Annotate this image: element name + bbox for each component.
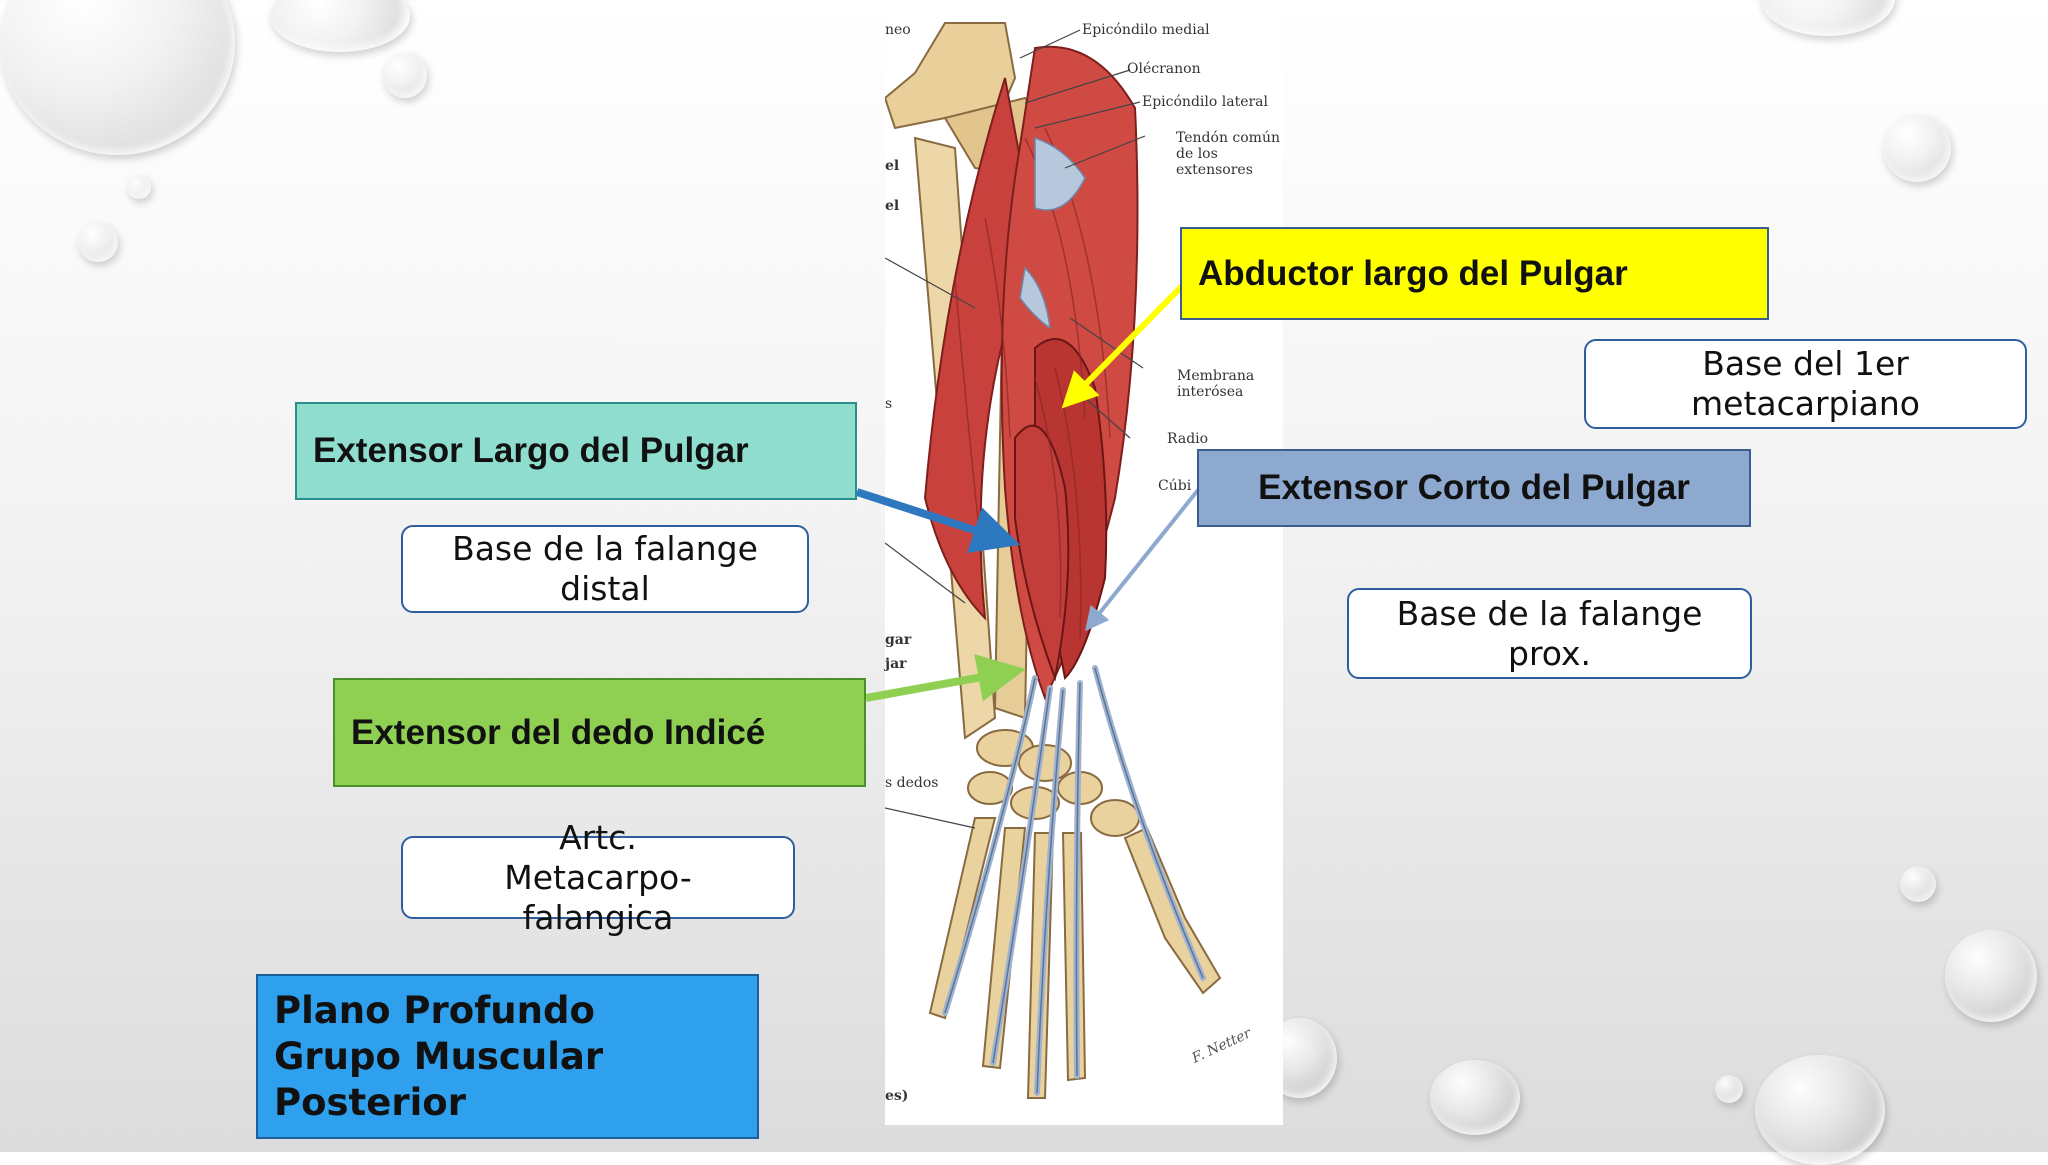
label-extensor-dedo-indice: Extensor del dedo Indicé xyxy=(333,678,866,787)
insertion-base-falange-distal: Base de la falange distal xyxy=(401,525,809,613)
water-drop xyxy=(127,175,151,199)
insertion-falange-prox-text: Base de la falange prox. xyxy=(1396,593,1703,673)
water-drop xyxy=(1883,114,1951,182)
figure-label-gar: gar xyxy=(885,632,912,648)
water-drop xyxy=(1755,1055,1885,1165)
figure-label-radio: Radio xyxy=(1167,431,1209,447)
figure-label-el-2: el xyxy=(885,198,900,214)
water-drop xyxy=(1430,1060,1520,1135)
water-drop xyxy=(383,52,427,98)
figure-label-membrana: Membrana interósea xyxy=(1177,368,1255,400)
water-drop xyxy=(1715,1075,1743,1103)
water-drop xyxy=(78,222,118,262)
water-drop xyxy=(1945,930,2037,1022)
label-abductor-text: Abductor largo del Pulgar xyxy=(1198,253,1628,293)
label-extensor-largo-pulgar: Extensor Largo del Pulgar xyxy=(295,402,857,500)
figure-label-epicondilo-lateral: Epicóndilo lateral xyxy=(1142,94,1268,110)
label-abductor-largo-pulgar: Abductor largo del Pulgar xyxy=(1180,227,1769,320)
figure-label-epicondilo-medial: Epicóndilo medial xyxy=(1082,22,1210,38)
figure-label-cubito: Cúbi xyxy=(1158,478,1192,494)
insertion-base-1er-metacarpiano: Base del 1er metacarpiano xyxy=(1584,339,2027,429)
figure-label-dedos: s dedos xyxy=(885,775,939,791)
label-extensor-largo-text: Extensor Largo del Pulgar xyxy=(313,431,749,470)
figure-label-jar: jar xyxy=(885,656,907,672)
insertion-base-1er-text: Base del 1er metacarpiano xyxy=(1691,344,1920,423)
figure-label-neo: neo xyxy=(885,22,911,38)
insertion-falange-distal-text: Base de la falange distal xyxy=(452,529,758,608)
arrow-abductor xyxy=(1061,282,1186,409)
figure-label-el-1: el xyxy=(885,158,900,174)
arrow-extensor-corto xyxy=(1085,488,1200,632)
figure-label-s: s xyxy=(885,396,893,412)
insertion-artc-text: Artc. Metacarpo-falangica xyxy=(504,817,692,937)
figure-label-es: es) xyxy=(885,1088,909,1104)
figure-label-olecranon: Olécranon xyxy=(1127,61,1201,77)
forearm-anatomy-illustration: neo Epicóndilo medial Olécranon Epicóndi… xyxy=(885,18,1283,1125)
label-extensor-corto-text: Extensor Corto del Pulgar xyxy=(1258,468,1690,507)
water-drop xyxy=(1900,866,1936,902)
title-plano-profundo: Plano Profundo Grupo Muscular Posterior xyxy=(256,974,759,1139)
title-plano-text: Plano Profundo Grupo Muscular Posterior xyxy=(274,988,604,1124)
figure-label-tendon: Tendón común de los extensores xyxy=(1176,130,1280,178)
insertion-artc-metacarpo-falangica: Artc. Metacarpo-falangica xyxy=(401,818,795,937)
label-extensor-indice-text: Extensor del dedo Indicé xyxy=(351,712,766,752)
label-extensor-corto-pulgar: Extensor Corto del Pulgar xyxy=(1197,449,1751,527)
insertion-base-falange-prox: Base de la falange prox. xyxy=(1347,588,1752,679)
arrow-extensor-indice xyxy=(865,654,1026,702)
arrow-extensor-largo xyxy=(855,488,1021,553)
